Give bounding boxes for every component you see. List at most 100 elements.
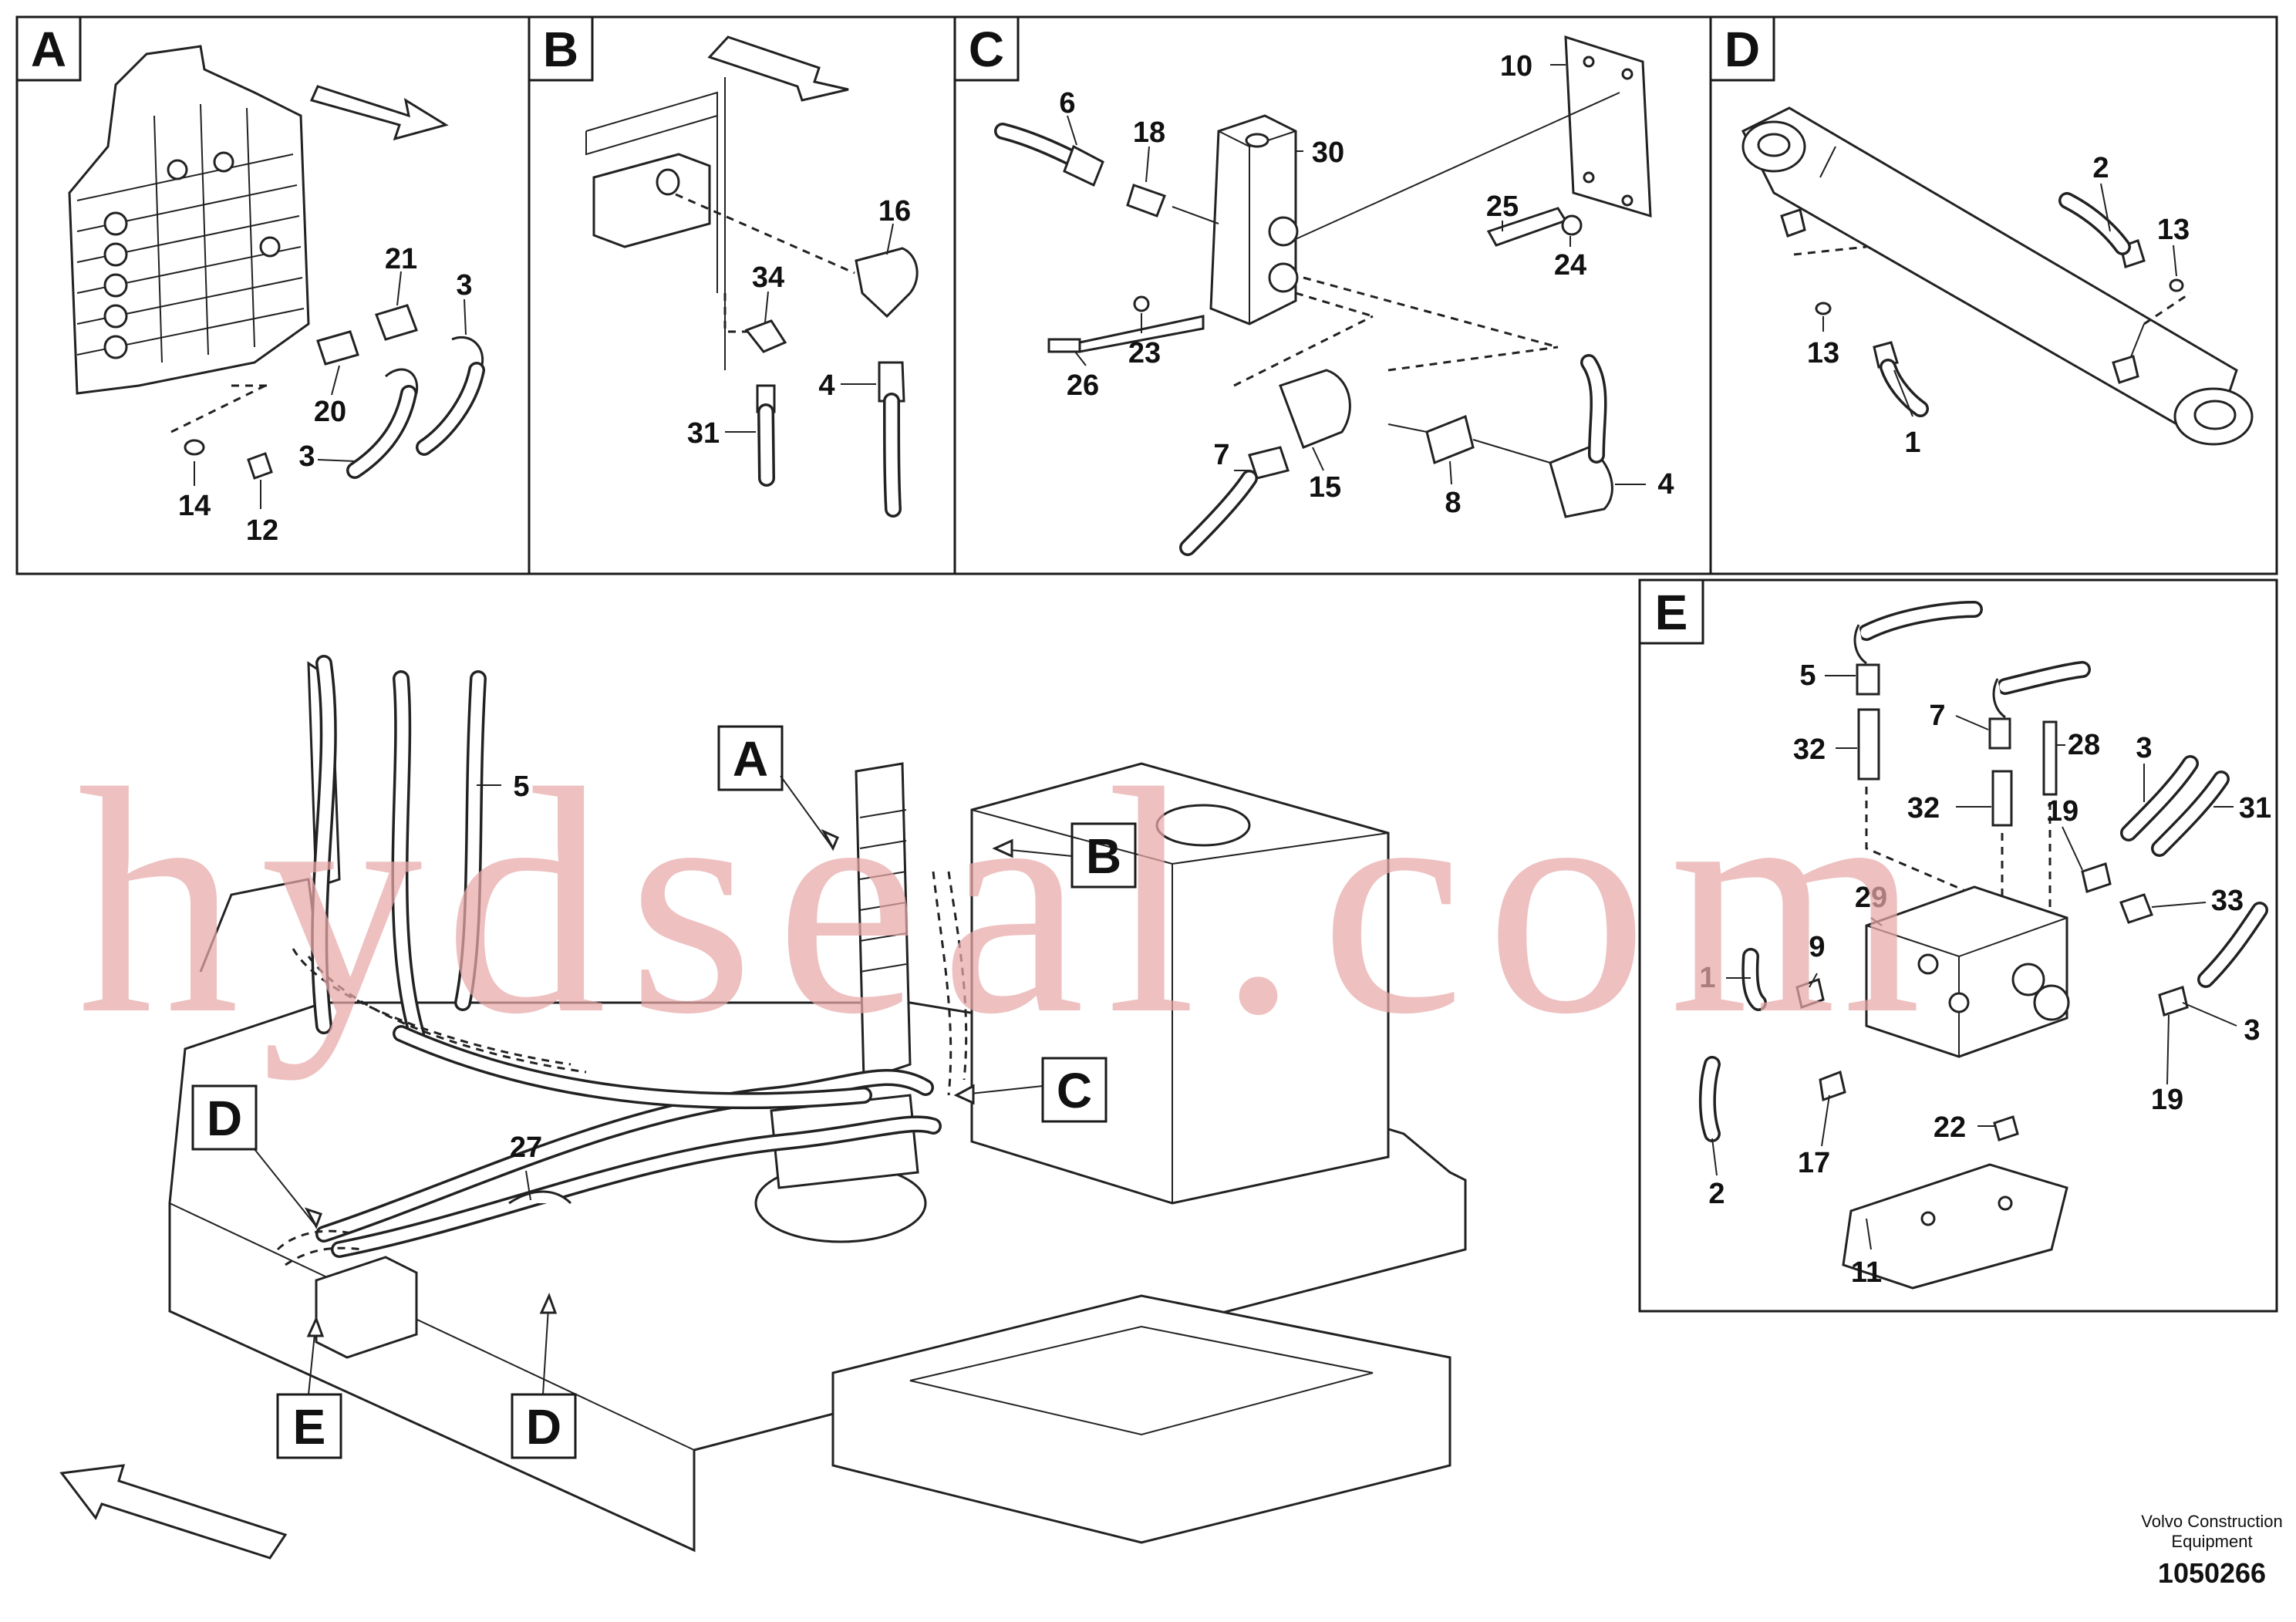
- adapter-19b: [2158, 986, 2189, 1017]
- adapter-20: [316, 330, 359, 366]
- callout-c-letter: C: [1057, 1063, 1092, 1118]
- washer-24: [1561, 214, 1583, 236]
- document-number: 1050266: [2158, 1557, 2266, 1589]
- fitting-5: [1856, 663, 1880, 696]
- label-c-24: 24: [1554, 249, 1586, 282]
- panel-e-frame: [1638, 578, 2278, 1313]
- hydraulic-cylinder: [1741, 106, 2238, 433]
- compact-valve-e: [315, 1256, 418, 1359]
- label-a-3b: 3: [298, 440, 315, 473]
- panel-e-letter: E: [1655, 585, 1688, 640]
- panel-frames: [15, 15, 2278, 1313]
- hose-clamp-27: [508, 1190, 572, 1205]
- fitting-6: [1063, 144, 1104, 187]
- callout-b: B: [1070, 822, 1137, 889]
- label-b-31: 31: [687, 417, 720, 450]
- label-e-32b: 32: [1907, 792, 1940, 824]
- bolt-26: [1047, 338, 1081, 353]
- fitting-7: [1248, 446, 1290, 480]
- callout-a-letter: A: [733, 731, 768, 787]
- valve-block-29: [1865, 885, 2068, 1058]
- label-a-12: 12: [246, 514, 278, 547]
- label-e-17: 17: [1798, 1147, 1830, 1179]
- callout-d-bottom-letter: D: [526, 1399, 561, 1455]
- callout-d-left-letter: D: [207, 1091, 242, 1146]
- panel-letter-a: A: [15, 15, 82, 82]
- label-a-20: 20: [314, 396, 346, 428]
- label-c-25: 25: [1486, 191, 1519, 223]
- plate-11: [1842, 1163, 2068, 1290]
- label-e-3b: 3: [2244, 1014, 2260, 1047]
- panel-letter-c: C: [953, 15, 1020, 82]
- label-c-26: 26: [1067, 369, 1099, 402]
- valve-ports: [103, 151, 281, 359]
- o-ring-13a: [1815, 302, 1832, 315]
- label-e-29: 29: [1855, 882, 1887, 914]
- label-e-9: 9: [1809, 931, 1825, 963]
- label-b-4: 4: [818, 369, 834, 402]
- label-c-8: 8: [1445, 487, 1461, 519]
- callout-e: E: [276, 1393, 342, 1459]
- o-ring-13b: [2169, 278, 2184, 292]
- callout-d-left: D: [191, 1084, 258, 1151]
- adapter-17: [1819, 1070, 1846, 1102]
- label-e-11: 11: [1851, 1256, 1882, 1289]
- watermark: hydseal.com: [77, 722, 1943, 1081]
- o-ring-14: [184, 439, 205, 456]
- panel-d-drawing: 2 13 13 1: [1741, 106, 2254, 459]
- label-a-3: 3: [456, 269, 472, 302]
- direction-arrow-b: [707, 35, 849, 102]
- panel-letter-d: D: [1709, 15, 1775, 82]
- label-c-30: 30: [1312, 137, 1344, 169]
- panel-letter-e: E: [1638, 578, 1704, 645]
- label-c-10: 10: [1500, 50, 1532, 83]
- callout-c: C: [1041, 1057, 1108, 1123]
- elbow-15: [1279, 369, 1351, 449]
- port-bottom: [2112, 355, 2139, 384]
- label-d-1: 1: [1904, 427, 1920, 459]
- panel-b-drawing: 16 34 4 31: [585, 35, 919, 518]
- direction-arrow: [309, 85, 449, 141]
- label-e-33: 33: [2211, 885, 2244, 917]
- label-e-32a: 32: [1793, 733, 1826, 766]
- adapter-8: [1425, 414, 1475, 465]
- mounting-block: [592, 153, 711, 248]
- main-assembly-drawing: [59, 655, 1467, 1560]
- label-e-7: 7: [1929, 700, 1945, 732]
- label-a-21: 21: [385, 243, 417, 275]
- washer-23: [1133, 295, 1150, 312]
- adapter-19a: [2081, 862, 2112, 893]
- panel-b-letter: B: [543, 22, 578, 77]
- label-a-14: 14: [178, 490, 211, 522]
- panel-a-drawing: 21 3 20 3 14 12: [68, 45, 485, 547]
- hose-fitting-3: [451, 336, 484, 369]
- label-e-22: 22: [1934, 1111, 1966, 1144]
- label-d-13a: 13: [2157, 214, 2190, 246]
- brand-line-2: Equipment: [2171, 1532, 2252, 1551]
- label-b-34: 34: [752, 261, 784, 294]
- tank-housing: [970, 762, 1390, 1205]
- label-b-16: 16: [878, 195, 911, 228]
- callout-e-letter: E: [293, 1399, 326, 1455]
- elbow-16: [855, 247, 919, 319]
- label-e-3a: 3: [2136, 732, 2152, 764]
- label-d-2: 2: [2092, 152, 2109, 184]
- label-main-5: 5: [513, 771, 529, 803]
- fitting-7e: [1988, 717, 2011, 750]
- elbow-5: [1853, 624, 1867, 665]
- plug-12: [247, 452, 273, 480]
- label-d-13b: 13: [1807, 337, 1839, 369]
- plate-10: [1564, 35, 1652, 218]
- panel-letter-b: B: [528, 15, 594, 82]
- callout-d-bottom: D: [511, 1393, 577, 1459]
- adapter-33: [2119, 893, 2153, 924]
- elbow-7: [1992, 678, 2006, 719]
- bolt-28: [2042, 720, 2058, 796]
- label-e-28: 28: [2068, 729, 2100, 761]
- port-top: [1780, 208, 1806, 238]
- label-c-4: 4: [1657, 468, 1674, 501]
- adapter-32b: [1991, 770, 2013, 827]
- panel-a-letter: A: [31, 22, 66, 77]
- control-valve-body: [68, 45, 310, 395]
- callout-a: A: [717, 725, 784, 791]
